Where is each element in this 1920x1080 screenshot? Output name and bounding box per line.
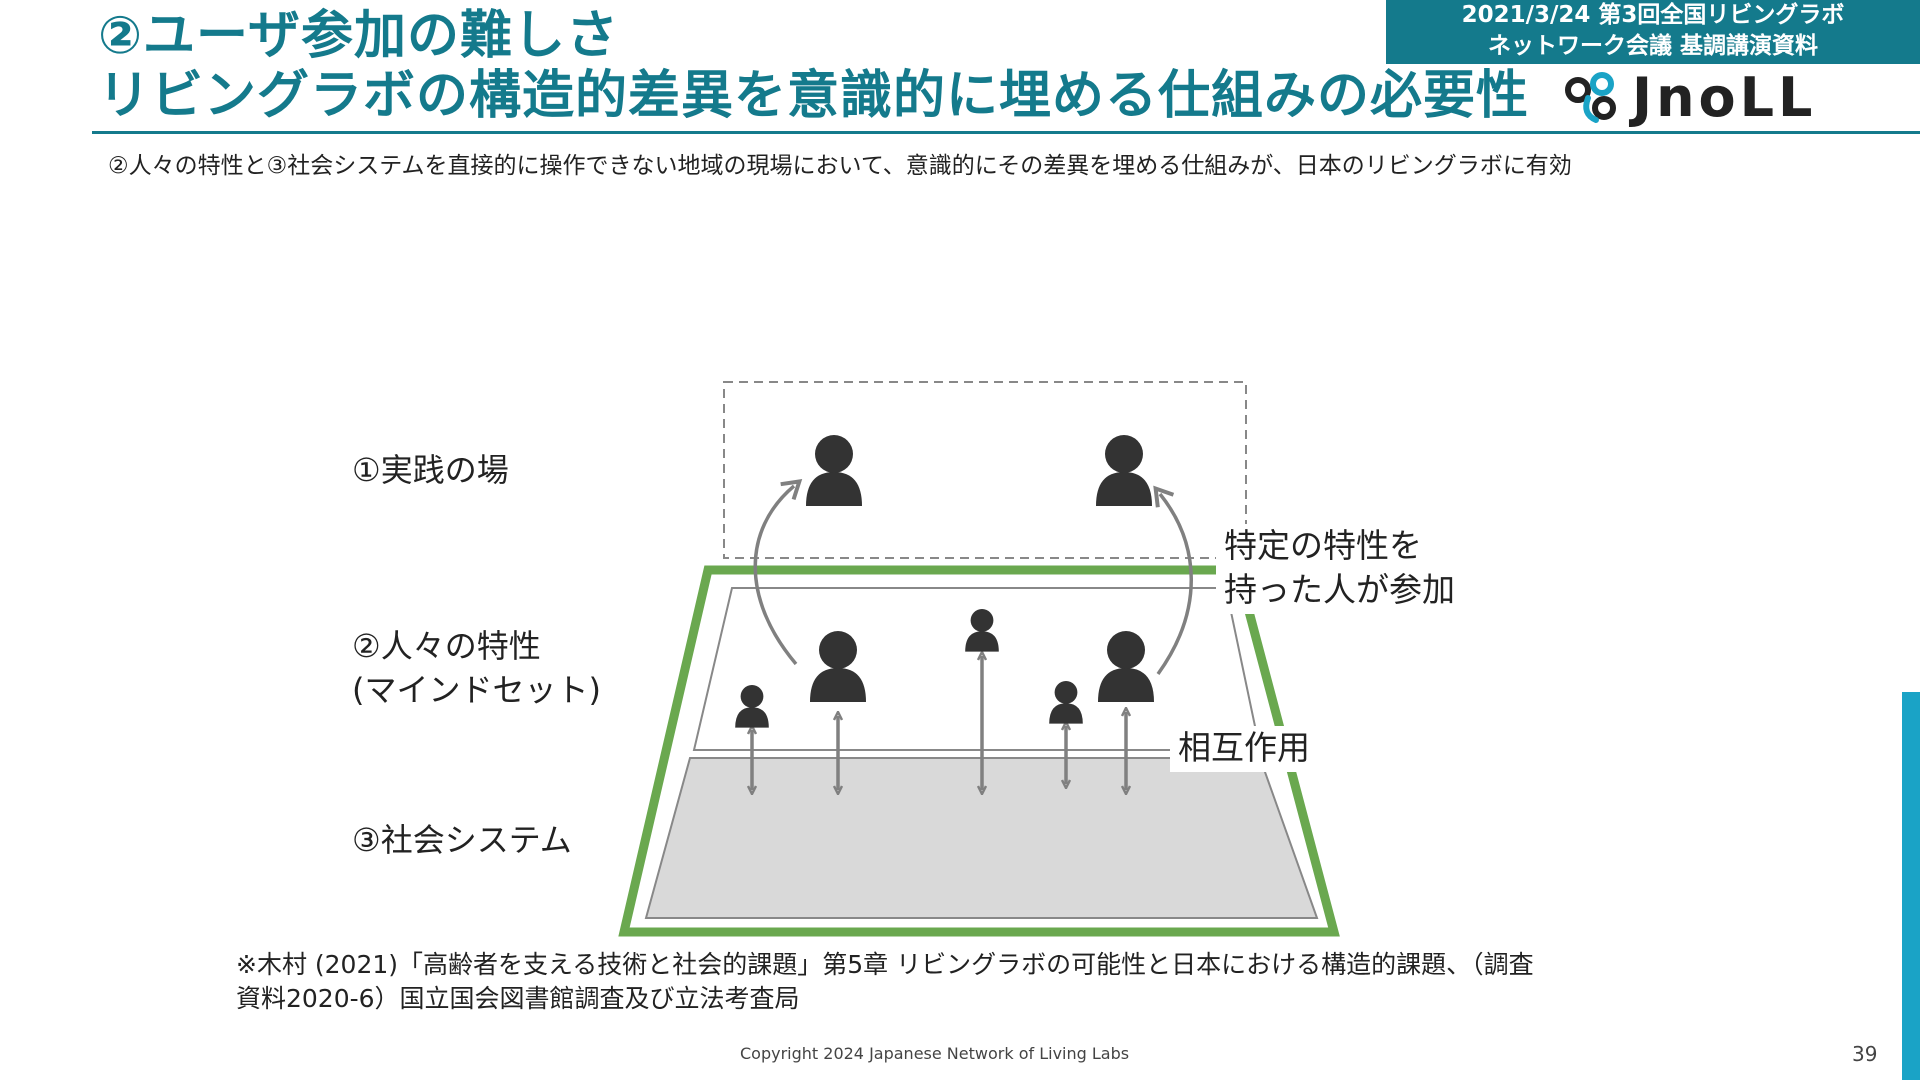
living-lab-frame bbox=[618, 565, 1340, 937]
slide-subtitle: ②人々の特性と③社会システムを直接的に操作できない地域の現場において、意識的にそ… bbox=[108, 153, 1572, 179]
footnote-line2: 資料2020-6）国立国会図書館調査及び立法考査局 bbox=[236, 984, 800, 1013]
slide-title-line2: リビングラボの構造的差異を意識的に埋める仕組みの必要性 bbox=[98, 66, 1530, 126]
callout-interaction: 相互作用 bbox=[1174, 726, 1314, 770]
person-icon bbox=[810, 631, 866, 702]
person-icon bbox=[735, 685, 769, 728]
person-icon bbox=[806, 435, 862, 506]
jnoll-logo: JnoLL bbox=[1565, 66, 1816, 128]
label-practice-field: ①実践の場 bbox=[352, 451, 509, 489]
page-number: 39 bbox=[1852, 1042, 1878, 1066]
person-icon bbox=[1096, 435, 1152, 506]
side-accent-bar bbox=[1902, 692, 1920, 1080]
practice-area-box bbox=[723, 381, 1247, 559]
copyright-text: Copyright 2024 Japanese Network of Livin… bbox=[740, 1044, 1130, 1063]
logo-wordmark: JnoLL bbox=[1628, 66, 1816, 128]
callout-participation-line2: 持った人が参加 bbox=[1224, 570, 1455, 609]
person-icon bbox=[965, 609, 999, 652]
footnote-line1: ※木村 (2021)「高齢者を支える技術と社会的課題」第5章 リビングラボの可能… bbox=[236, 950, 1534, 979]
person-icon bbox=[1098, 631, 1154, 702]
slide-title-line1: ②ユーザ参加の難しさ bbox=[98, 6, 619, 66]
label-traits-line2: (マインドセット) bbox=[352, 671, 601, 709]
participation-arrow-right bbox=[1153, 485, 1193, 676]
people-icons bbox=[735, 435, 1154, 728]
label-people-traits: ②人々の特性 (マインドセット) bbox=[352, 624, 601, 712]
title-underline bbox=[92, 131, 1920, 134]
label-social-system: ③社会システム bbox=[352, 821, 572, 859]
callout-participation-line1: 特定の特性を bbox=[1224, 526, 1422, 565]
person-icon bbox=[1049, 681, 1083, 724]
logo-mark-icon bbox=[1565, 72, 1616, 123]
callout-participation: 特定の特性を 持った人が参加 bbox=[1220, 524, 1459, 612]
event-line2: ネットワーク会議 基調講演資料 bbox=[1487, 33, 1818, 59]
footnote: ※木村 (2021)「高齢者を支える技術と社会的課題」第5章 リビングラボの可能… bbox=[236, 948, 1596, 1016]
participation-arrow-left bbox=[753, 479, 803, 666]
event-badge: 2021/3/24 第3回全国リビングラボ ネットワーク会議 基調講演資料 bbox=[1386, 0, 1920, 64]
label-traits-line1: ②人々の特性 bbox=[352, 627, 541, 665]
event-line1: 2021/3/24 第3回全国リビングラボ bbox=[1461, 2, 1845, 28]
interaction-arrows bbox=[752, 656, 1126, 790]
